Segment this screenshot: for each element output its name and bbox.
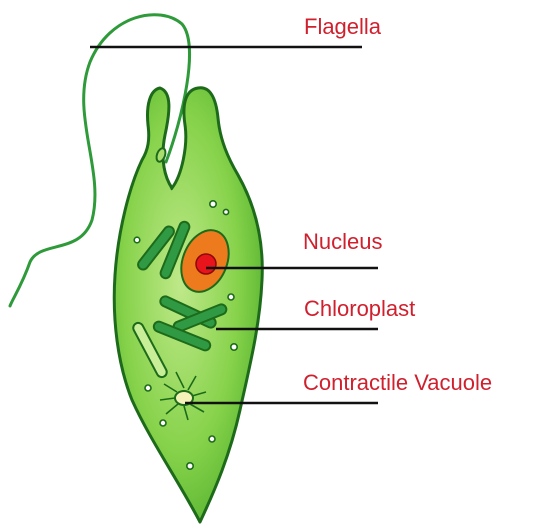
cell-body bbox=[114, 88, 262, 522]
label-chloroplast: Chloroplast bbox=[304, 296, 415, 322]
label-contractile-vacuole: Contractile Vacuole bbox=[303, 370, 492, 396]
nucleolus bbox=[196, 254, 216, 274]
label-flagella: Flagella bbox=[304, 14, 381, 40]
label-nucleus: Nucleus bbox=[303, 229, 382, 255]
